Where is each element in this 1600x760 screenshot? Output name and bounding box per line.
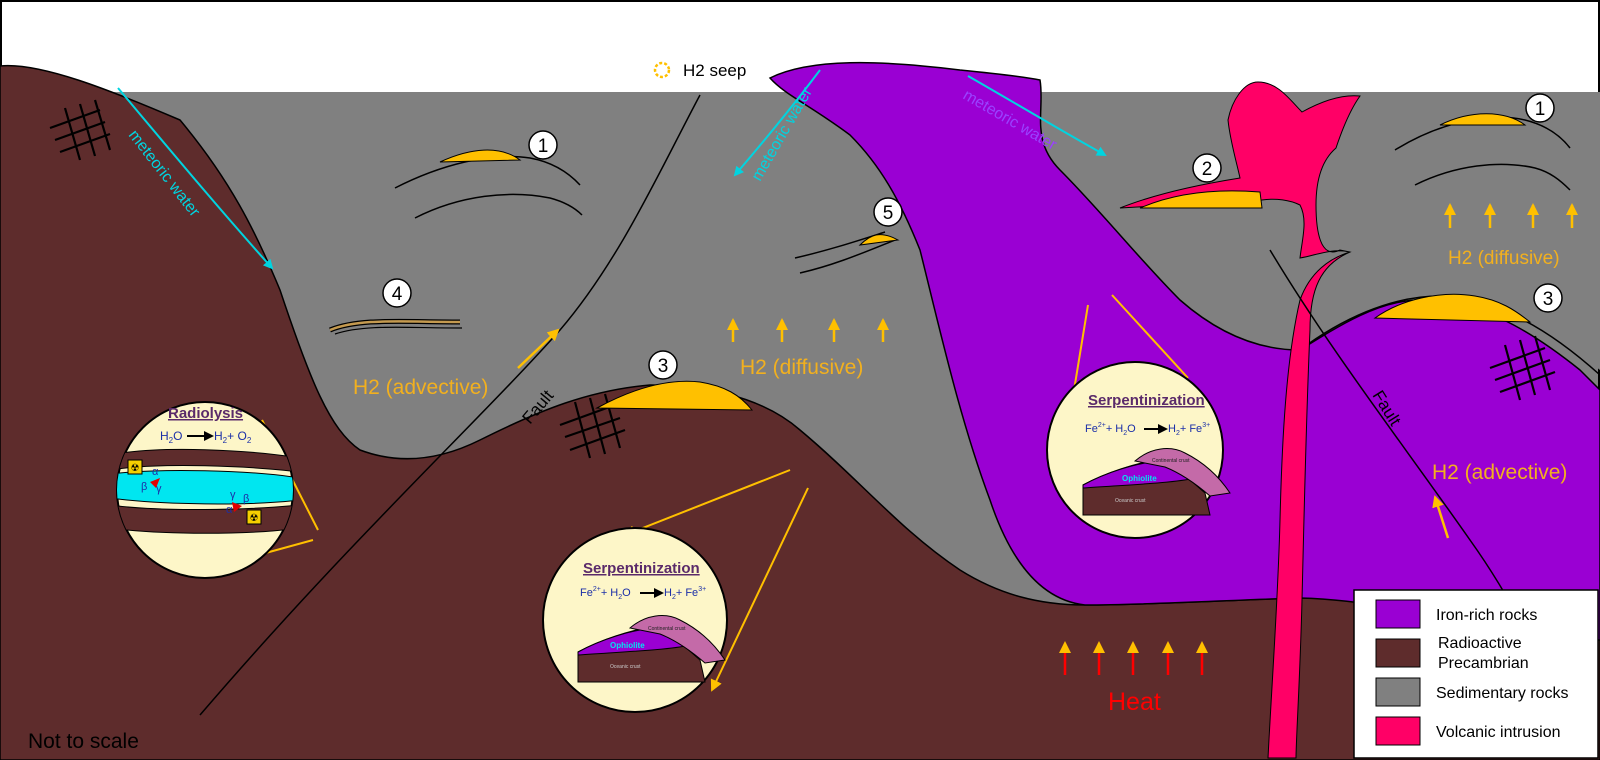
svg-text:4: 4: [392, 284, 403, 305]
marker-3-right: 3: [1534, 284, 1562, 312]
serp-right-title: Serpentinization: [1088, 392, 1205, 409]
svg-text:Sedimentary rocks: Sedimentary rocks: [1436, 685, 1569, 702]
svg-text:3: 3: [1543, 289, 1554, 310]
radiolysis-beta-1: β: [141, 481, 147, 493]
legend-swatch: [1376, 600, 1420, 628]
h2-advective-label-left: H2 (advective): [353, 376, 488, 399]
svg-text:☢: ☢: [131, 463, 140, 474]
h2-seep-label: H2 seep: [683, 61, 746, 80]
svg-text:Precambrian: Precambrian: [1438, 655, 1529, 672]
marker-3-mid: 3: [649, 351, 677, 379]
svg-text:3: 3: [658, 356, 669, 377]
radiolysis-alpha-2: α: [226, 504, 233, 516]
h2-diffusive-label-right: H2 (diffusive): [1448, 248, 1560, 269]
serp-bottom-base-layer: Oceanic crust: [610, 664, 641, 670]
marker-2: 2: [1193, 154, 1221, 182]
svg-text:Fe2++ H2O: Fe2++ H2O: [1085, 422, 1136, 437]
radiolysis-alpha-1: α: [152, 466, 159, 478]
h2-diffusive-label-mid: H2 (diffusive): [740, 356, 863, 379]
h2-advective-label-right: H2 (advective): [1432, 461, 1567, 484]
svg-text:Volcanic intrusion: Volcanic intrusion: [1436, 724, 1561, 741]
serp-bottom-ophiolite: Ophiolite: [610, 641, 645, 650]
serp-right-base-layer: Oceanic crust: [1115, 498, 1146, 504]
radiolysis-beta-2: β: [243, 493, 249, 505]
serp-bottom-title: Serpentinization: [583, 560, 700, 577]
heat-label: Heat: [1108, 688, 1161, 716]
legend: Iron-rich rocks Radioactive Precambrian …: [1354, 590, 1598, 758]
svg-text:2: 2: [1202, 159, 1213, 180]
svg-text:H2+ O2: H2+ O2: [214, 429, 252, 445]
radiolysis-gamma-2: γ: [230, 489, 236, 501]
marker-5: 5: [874, 198, 902, 226]
svg-text:1: 1: [1535, 99, 1546, 120]
radiolysis-title: Radiolysis: [168, 405, 243, 422]
serp-bottom-top-layer: Continental crust: [648, 626, 686, 632]
serp-right-ophiolite: Ophiolite: [1122, 474, 1157, 483]
svg-text:5: 5: [883, 203, 894, 224]
marker-4: 4: [383, 279, 411, 307]
not-to-scale-label: Not to scale: [28, 730, 139, 753]
marker-1-left: 1: [529, 131, 557, 159]
marker-1-right: 1: [1526, 94, 1554, 122]
legend-swatch: [1376, 717, 1420, 745]
svg-text:Radioactive: Radioactive: [1438, 635, 1522, 652]
svg-text:Fe2++ H2O: Fe2++ H2O: [580, 586, 631, 601]
legend-swatch: [1376, 678, 1420, 706]
legend-swatch: [1376, 639, 1420, 667]
svg-text:1: 1: [538, 136, 549, 157]
serp-right-top-layer: Continental crust: [1152, 458, 1190, 464]
svg-text:☢: ☢: [250, 513, 259, 524]
svg-text:Iron-rich rocks: Iron-rich rocks: [1436, 607, 1537, 624]
